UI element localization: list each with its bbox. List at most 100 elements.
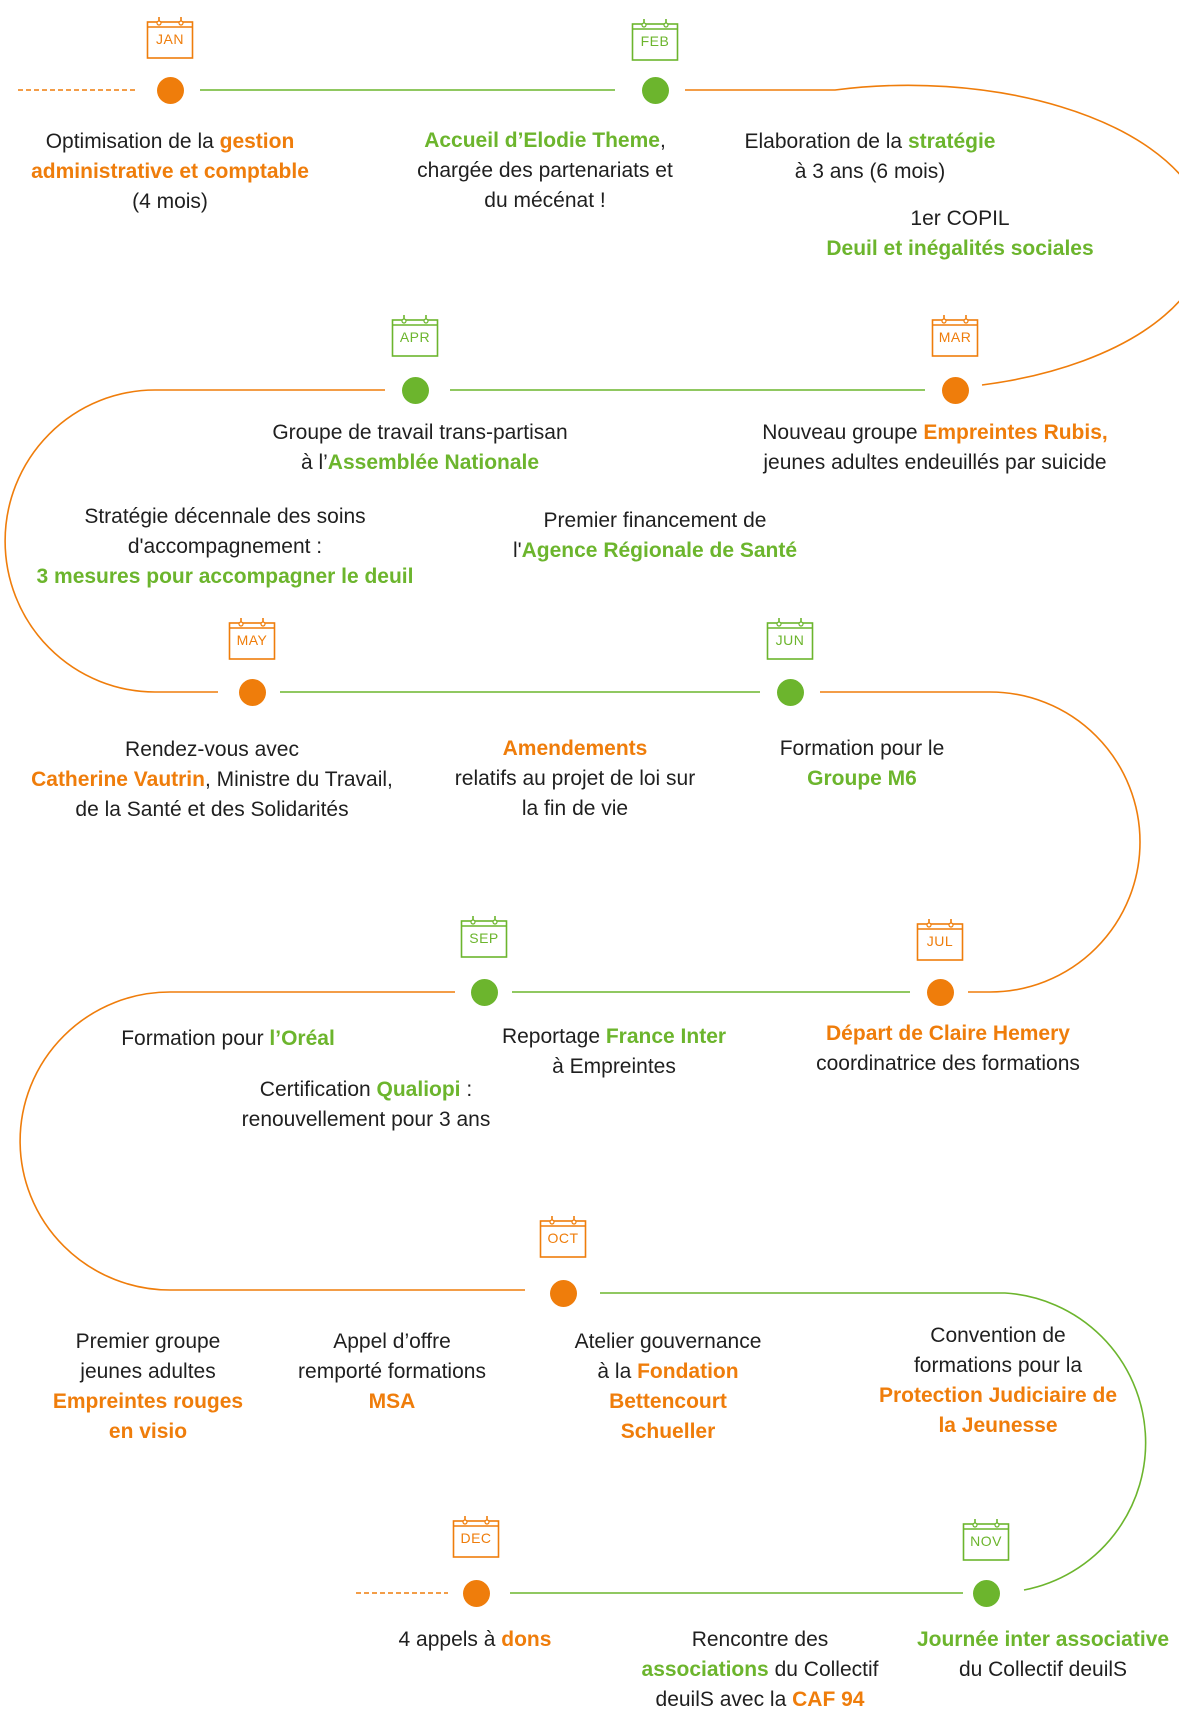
event-line: la Jeunesse (748, 1411, 1179, 1441)
highlight-text: Fondation (637, 1360, 739, 1383)
jul-month-label: JUL (926, 933, 954, 949)
event-line: à 3 ans (6 mois) (620, 157, 1120, 187)
event-text: Atelier gouvernance (574, 1330, 762, 1353)
highlight-text: Bettencourt (609, 1390, 727, 1413)
event-text: chargée des partenariats et (417, 159, 673, 182)
nov-calendar-icon: NOV (962, 1518, 1010, 1562)
highlight-text: Assemblée Nationale (327, 451, 540, 474)
highlight-text: Journée inter associative (916, 1628, 1170, 1651)
event-line: jeunes adultes (0, 1357, 398, 1387)
apr-milestone-dot (401, 376, 429, 404)
event-line: Amendements (325, 734, 825, 764)
highlight-text: 3 mesures pour accompagner le deuil (36, 565, 414, 588)
highlight-text: MSA (368, 1390, 416, 1413)
highlight-text: Protection Judiciaire de (878, 1384, 1118, 1407)
event-line: Elaboration de la stratégie (620, 127, 1120, 157)
sep-calendar-icon: SEP (460, 915, 508, 959)
event-line: 1er COPIL (710, 204, 1179, 234)
may-calendar-icon: MAY (228, 617, 276, 661)
event-line: Premier groupe (0, 1327, 398, 1357)
event-line: à la Fondation (418, 1357, 918, 1387)
event-text: à la (597, 1360, 638, 1383)
event-line: Formation pour l’Oréal (0, 1024, 478, 1054)
event-line: remporté formations (142, 1357, 642, 1387)
highlight-text: associations (641, 1658, 769, 1681)
event-line: Accueil d’Elodie Theme, (295, 126, 795, 156)
event-text: Rendez-vous avec (125, 738, 299, 761)
event-line: du mécénat ! (295, 186, 795, 216)
event-line: Reportage France Inter (364, 1022, 864, 1052)
jan-milestone-dot (156, 76, 184, 104)
event-text: à 3 ans (6 mois) (794, 160, 946, 183)
event-line: à Empreintes (364, 1052, 864, 1082)
jun-milestone-dot (776, 678, 804, 706)
event-text: Premier financement de (543, 509, 767, 532)
jun-calendar-icon: JUN (766, 617, 814, 661)
nov-milestone-dot (972, 1579, 1000, 1607)
event-line: Premier financement de (405, 506, 905, 536)
event-line: Certification Qualiopi : (116, 1075, 616, 1105)
event-line: Rendez-vous avec (0, 735, 462, 765)
event-text: Certification (259, 1078, 377, 1101)
apr-calendar-icon: APR (391, 314, 439, 358)
event-line: 4 appels à dons (225, 1625, 725, 1655)
jun-month-label: JUN (775, 632, 805, 648)
oct-milestone-dot (549, 1279, 577, 1307)
highlight-text: Agence Régionale de Santé (521, 539, 798, 562)
jan-calendar-icon: JAN (146, 16, 194, 60)
event-mar-1: Nouveau groupe Empreintes Rubis,jeunes a… (685, 418, 1179, 478)
event-text: Formation pour le (779, 737, 945, 760)
dec-calendar-icon: DEC (452, 1515, 500, 1559)
event-text: Appel d’offre (333, 1330, 451, 1353)
highlight-text: administrative et comptable (31, 160, 309, 183)
event-text: 4 appels à (398, 1628, 502, 1651)
event-feb-3: 1er COPIL Deuil et inégalités sociales (710, 204, 1179, 264)
event-line: Optimisation de la gestion (0, 127, 420, 157)
event-line: Convention de (748, 1321, 1179, 1351)
event-text: de la Santé et des Solidarités (75, 798, 349, 821)
event-line: MSA (142, 1387, 642, 1417)
segment-sep-oct (19, 991, 525, 1291)
jan-month-label: JAN (156, 31, 184, 47)
event-line: Schueller (418, 1417, 918, 1447)
segment-jun-jul (820, 691, 1141, 993)
event-line: jeunes adultes endeuillés par suicide (685, 448, 1179, 478)
event-oct-4: Convention de formations pour la Protectio… (748, 1321, 1179, 1441)
event-line: formations pour la (748, 1351, 1179, 1381)
event-text: la fin de vie (521, 797, 629, 820)
event-line: Appel d’offre (142, 1327, 642, 1357)
event-line: Protection Judiciaire de (748, 1381, 1179, 1411)
event-line: (4 mois) (0, 187, 420, 217)
event-text: relatifs au projet de loi sur (454, 767, 696, 790)
event-text: Reportage (501, 1025, 606, 1048)
dec-milestone-dot (462, 1579, 490, 1607)
event-line: Groupe M6 (612, 764, 1112, 794)
jul-milestone-dot (926, 978, 954, 1006)
event-sep-3: Certification Qualiopi : renouvellement p… (116, 1075, 616, 1135)
highlight-text: la Jeunesse (938, 1414, 1058, 1437)
event-text: : (460, 1078, 473, 1101)
event-dec-1: 4 appels à dons (225, 1625, 725, 1655)
oct-month-label: OCT (547, 1230, 579, 1246)
event-text: renouvellement pour 3 ans (241, 1108, 491, 1131)
highlight-text: Accueil d’Elodie Theme (424, 129, 660, 152)
event-line: Atelier gouvernance (418, 1327, 918, 1357)
event-sep-1: Formation pour l’Oréal (0, 1024, 478, 1054)
event-line: Départ de Claire Hemery (698, 1019, 1179, 1049)
highlight-text: Deuil et inégalités sociales (826, 237, 1094, 260)
may-milestone-dot (238, 678, 266, 706)
nov-month-label: NOV (970, 1533, 1002, 1549)
highlight-text: Amendements (502, 737, 648, 760)
event-text: Convention de (930, 1324, 1066, 1347)
event-text: formations pour la (913, 1354, 1083, 1377)
may-month-label: MAY (236, 632, 268, 648)
event-text: Premier groupe (75, 1330, 221, 1353)
event-line: Deuil et inégalités sociales (710, 234, 1179, 264)
event-text: à Empreintes (552, 1055, 676, 1078)
event-line: Bettencourt (418, 1387, 918, 1417)
